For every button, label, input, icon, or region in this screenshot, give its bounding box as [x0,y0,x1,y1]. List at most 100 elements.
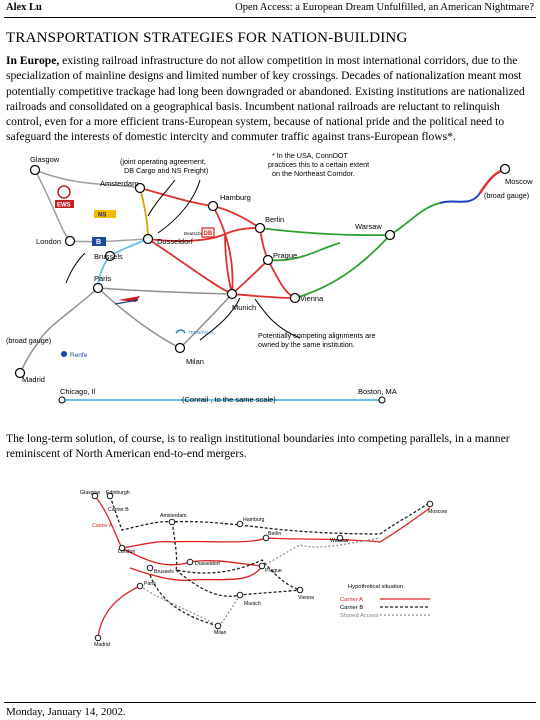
pkp-network [259,202,441,299]
trenitalia-logo: TRENITALIA [175,329,214,335]
svg-text:EWS: EWS [57,203,71,209]
m2-city-edinburgh: Edinburgh [106,490,130,496]
m2-node-amsterdam [168,518,176,526]
node-madrid [14,367,26,379]
shared-line [139,585,219,627]
m2-node-paris [136,582,144,590]
carrier-a-line-4 [97,585,141,639]
ews-logo: EWS [55,185,74,209]
m2-node-hamburg [236,520,244,528]
scale-bar: Chicago, Il Boston, MA (Conrail , to the… [58,387,397,404]
m2-node-edinburgh [106,492,114,500]
svg-text:TRENITALIA: TRENITALIA [188,330,214,335]
m2-node-glasgow [91,492,99,500]
m2-node-brussels [146,564,154,572]
ns-line [139,187,149,240]
sncf-network [19,287,233,374]
m2-node-milan [214,622,222,630]
m2-city-glasgow: Glasgow [80,490,100,496]
m2-city-prague: Prague [265,568,282,574]
city-paris: Paris [94,274,111,283]
m2-city-berlin: Berlin [268,531,281,537]
svg-text:Deutsche: Deutsche [184,231,204,236]
m2-city-dusseldorf: Dusseldorf [195,561,220,567]
m2-city-vienna: Vienna [298,595,314,601]
node-hamburg [207,200,219,212]
city-hamburg: Hamburg [220,193,251,202]
note-competing-line1: Potentially competing alignments are [258,331,375,340]
annotation-arrows [65,179,301,341]
renfe-logo: Renfe [61,351,88,359]
moscow-line [478,167,506,194]
map2-legend: Hypothetical situation Carrier A Carrier… [340,584,430,619]
m2-city-amsterdam: Amsterdam [160,513,187,519]
note-competing-line2: owned by the same institution. [258,340,355,349]
city-amsterdam: Amsterdam [100,179,138,188]
m2-city-brussels: Brussels [154,569,174,575]
header-rule [4,17,536,18]
hypothetical-carrier-map: Glasgow Edinburgh Carrier B Carrier A Am… [80,490,447,648]
m2-node-moscow [426,500,434,508]
author: Alex Lu [6,2,42,13]
conclusion-paragraph: The long-term solution, of course, is to… [6,432,510,461]
m2-node-madrid [94,634,102,642]
carrier-b-line-4 [149,574,219,627]
city-warsaw: Warsaw [355,222,382,231]
note-competing: Potentially competing alignments are own… [258,331,377,349]
svg-text:DB: DB [204,231,213,237]
europe-rail-map: Glasgow Amsterdam Hamburg Berlin Warsaw … [6,151,533,404]
scale-right-label: Boston, MA [358,387,397,396]
node-glasgow [29,164,41,176]
m2-node-warsaw [336,534,344,542]
city-moscow: Moscow [505,177,533,186]
note-joint-agreement: (joint operating agreement, DB Cargo and… [120,157,208,175]
node-dusseldorf [142,233,154,245]
city-london: London [36,237,61,246]
shared-line-2 [217,594,241,627]
node-brussels [104,250,116,262]
carrier-b-line-2 [171,521,301,591]
city-prague: Prague [273,251,297,260]
scale-left-label: Chicago, Il [60,387,96,396]
note-conndot-line3: on the Northeast Corridor. [272,169,355,178]
note-conndot-line1: * In the USA, ConnDOT [272,151,349,160]
shared-line-3 [261,537,381,567]
intro-lead: In Europe, [6,54,60,67]
m2-city-moscow: Moscow [428,509,447,515]
m2-city-munich: Munich [244,601,261,607]
node-berlin [254,222,266,234]
carrier-a-line-3 [129,565,263,581]
m2-node-dusseldorf [186,558,194,566]
m2-city-warsaw: Warsaw [330,538,349,544]
node-vienna [289,292,301,304]
city-brussels: Brussels [94,252,123,261]
note-joint-line1: (joint operating agreement, [120,157,206,166]
note-joint-line2: DB Cargo and NS Freight) [124,166,208,175]
footer-rule [4,702,536,703]
legend-shared: Shared Access [340,613,379,619]
node-amsterdam [134,182,146,194]
intro-paragraph: In Europe, existing railroad infrastruct… [6,53,532,145]
m2-node-vienna [296,586,304,594]
city-berlin: Berlin [265,215,284,224]
intro-body: existing railroad infrastructure do not … [6,54,525,144]
node-paris [92,282,104,294]
section-title: TRANSPORTATION STRATEGIES FOR NATION-BUI… [6,30,408,46]
m2-city-madrid: Madrid [94,642,110,648]
m2-city-carrier-b: Carrier B [108,507,129,513]
m2-node-london [118,544,126,552]
note-broad-gauge-east: (broad gauge) [484,191,529,200]
ns-logo: NS [94,210,116,219]
m2-city-paris: Paris [144,581,156,587]
node-prague [262,254,274,266]
svg-text:B: B [96,239,101,246]
node-munich [226,288,238,300]
scale-caption: (Conrail , to the same scale) [182,395,276,404]
legend-title: Hypothetical situation [348,584,403,590]
node-moscow [499,163,511,175]
sncb-logo: B [92,237,106,246]
sncf-logo [114,296,140,305]
city-glasgow: Glasgow [30,155,60,164]
node-warsaw [384,229,396,241]
city-munich: Munich [232,303,256,312]
